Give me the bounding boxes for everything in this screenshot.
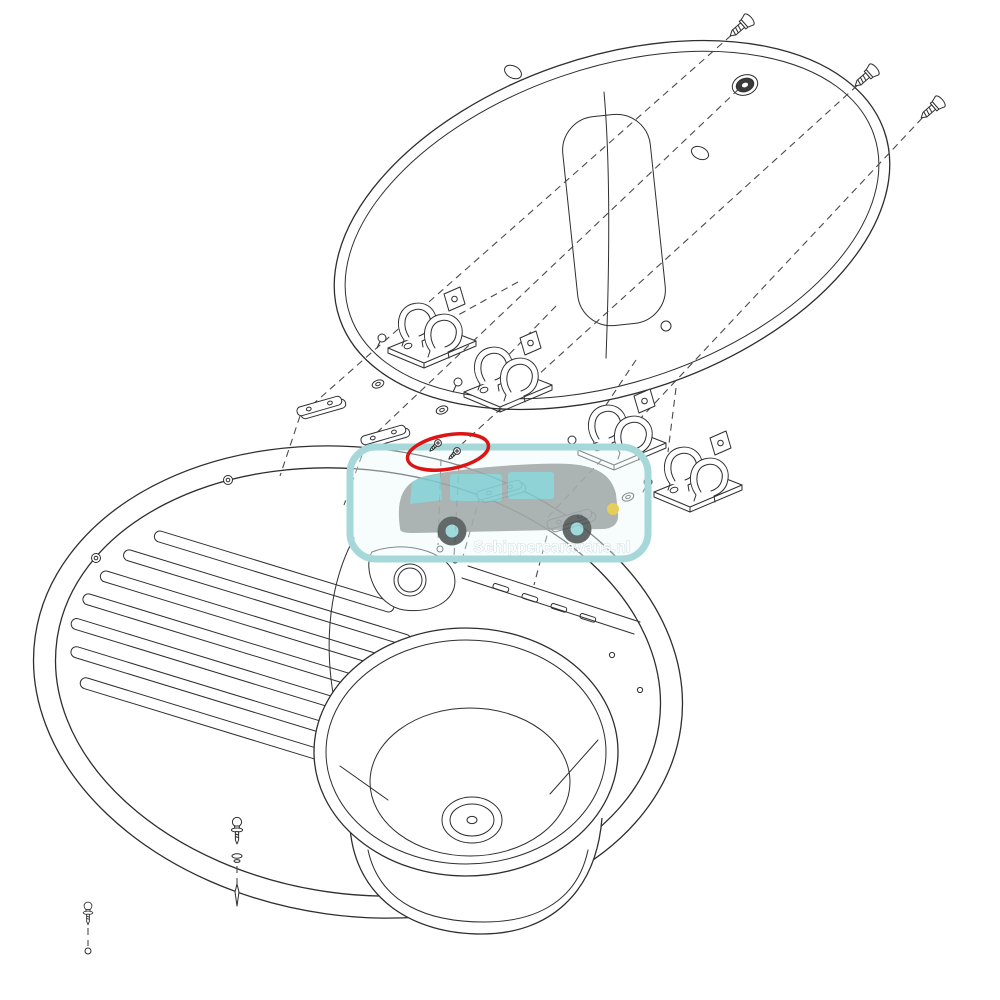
lid [333, 39, 891, 411]
lid-hole [660, 320, 672, 332]
rim-bolt-hole [223, 475, 233, 485]
mounting-strip [295, 393, 348, 421]
lid-hole [504, 64, 522, 80]
caravan-lamp [607, 503, 619, 515]
deck-rails [461, 565, 641, 635]
rim-bolt-hole [91, 553, 101, 563]
highlighted-screws [405, 432, 491, 472]
caravan-wheel-hub [445, 524, 459, 538]
lid-hole [690, 145, 710, 161]
caravan-windshield [410, 474, 442, 504]
highlight-ellipse [405, 432, 491, 472]
deck-screw-hole [436, 545, 444, 553]
watermark-text: Schippercaravans.nl [473, 539, 630, 556]
washer [370, 377, 386, 391]
counter-inner-rim [54, 467, 662, 897]
screw-tip [234, 883, 240, 907]
faucet-hole [393, 563, 427, 597]
sink-drainer-unit [32, 445, 684, 935]
caravan-wheel-hub [570, 522, 584, 536]
lid-hinge-recess [562, 113, 666, 327]
lock-nut [231, 853, 243, 859]
caravan-logo [398, 463, 619, 546]
screw-tip [84, 947, 92, 955]
mounting-screw-group [82, 816, 244, 955]
mounting-screw [82, 901, 94, 926]
sink-bowl [313, 627, 619, 877]
caravan-window [508, 472, 554, 499]
watermark: Schippercaravans.nl [346, 443, 652, 563]
grommet [731, 74, 759, 96]
lid-seam [603, 91, 610, 359]
caravan-window [450, 474, 502, 501]
washer [434, 403, 450, 417]
